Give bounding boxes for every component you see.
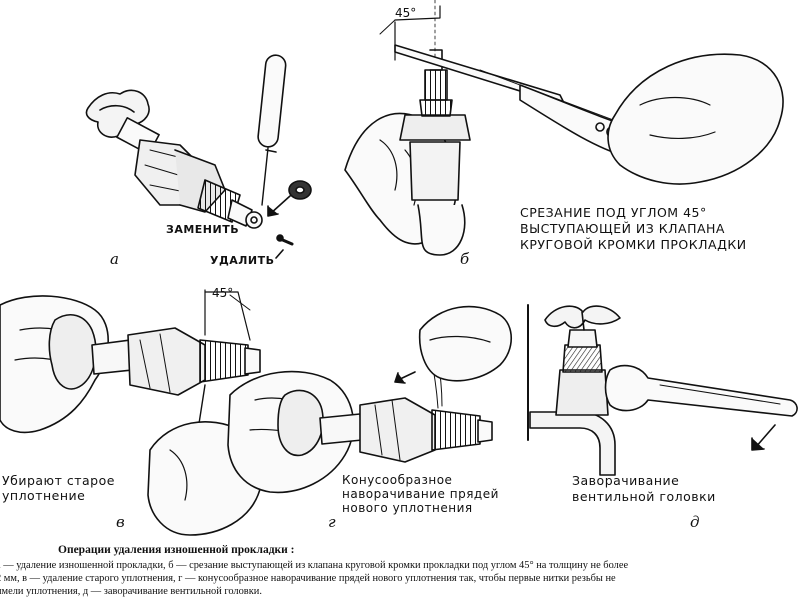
panel-b-drawing <box>344 0 784 256</box>
caption-line-1: а — удаление изношенной прокладки, б — с… <box>0 560 629 571</box>
caption-title: Операции удаления изношенной прокладки : <box>58 544 295 556</box>
replace-label: ЗАМЕНИТЬ <box>166 223 240 236</box>
cone-winding-label: Конусообразное наворачивание прядей ново… <box>342 473 499 515</box>
caption-line-3: имели уплотнения, д — заворачивание вент… <box>0 586 262 597</box>
panel-letter-d: д <box>690 513 700 531</box>
panel-d-drawing <box>527 304 798 476</box>
figure-caption: Операции удаления изношенной прокладки :… <box>0 544 800 600</box>
panel-g-drawing <box>227 305 512 494</box>
remove-label: УДАЛИТЬ <box>210 254 275 267</box>
panel-letter-g: г <box>328 513 336 531</box>
screwing-head-label: Заворачивание вентильной головки <box>572 473 716 504</box>
panel-v-drawing <box>0 289 264 536</box>
panel-a-drawing <box>85 54 312 259</box>
panel-letter-a: а <box>110 250 119 268</box>
angle-label-bottom: 45° <box>212 286 234 300</box>
angle-label-top: 45° <box>395 6 417 20</box>
caption-line-2: 2 мм, в — удаление старого уплотнения, г… <box>0 573 616 584</box>
panel-letter-v: в <box>116 513 125 531</box>
cut-note-label: СРЕЗАНИЕ ПОД УГЛОМ 45° ВЫСТУПАЮЩЕЙ ИЗ КЛ… <box>520 205 747 252</box>
panel-letter-b: б <box>460 250 470 268</box>
remove-old-label: Убирают старое уплотнение <box>2 473 115 503</box>
